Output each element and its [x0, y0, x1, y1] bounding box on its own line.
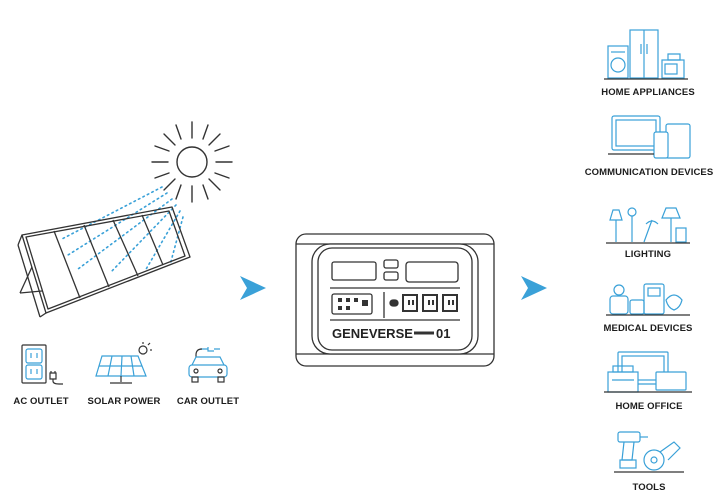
device-label-lighting: LIGHTING	[624, 249, 672, 260]
power-station-icon: GENEVERSE 01	[295, 233, 495, 367]
sunlight-rays	[59, 186, 184, 274]
model-text: 01	[436, 326, 450, 341]
device-label-communication-devices: COMMUNICATION DEVICES	[584, 167, 714, 178]
home-office-icon	[604, 351, 692, 393]
solar-power-icon	[95, 342, 152, 384]
device-label-home-office: HOME OFFICE	[615, 401, 683, 412]
tools-icon	[614, 431, 684, 473]
arrow-right-icon	[240, 276, 266, 300]
communication-devices-icon	[608, 115, 691, 159]
device-label-home-appliances: HOME APPLIANCES	[601, 87, 695, 98]
solar-panel-icon	[17, 206, 191, 318]
device-label-medical-devices: MEDICAL DEVICES	[603, 323, 693, 334]
source-label-car-outlet: CAR OUTLET	[176, 396, 240, 407]
arrow-right-icon	[521, 276, 547, 300]
device-label-tools: TOOLS	[632, 482, 666, 493]
source-label-solar-power: SOLAR POWER	[87, 396, 161, 407]
ac-outlet-icon	[21, 344, 63, 385]
source-label-ac-outlet: AC OUTLET	[13, 396, 69, 407]
sun-icon	[151, 121, 233, 203]
car-outlet-icon	[188, 347, 228, 383]
medical-devices-icon	[606, 283, 690, 316]
home-appliances-icon	[604, 29, 688, 80]
brand-text: GENEVERSE	[332, 326, 413, 341]
lighting-icon	[606, 207, 690, 244]
